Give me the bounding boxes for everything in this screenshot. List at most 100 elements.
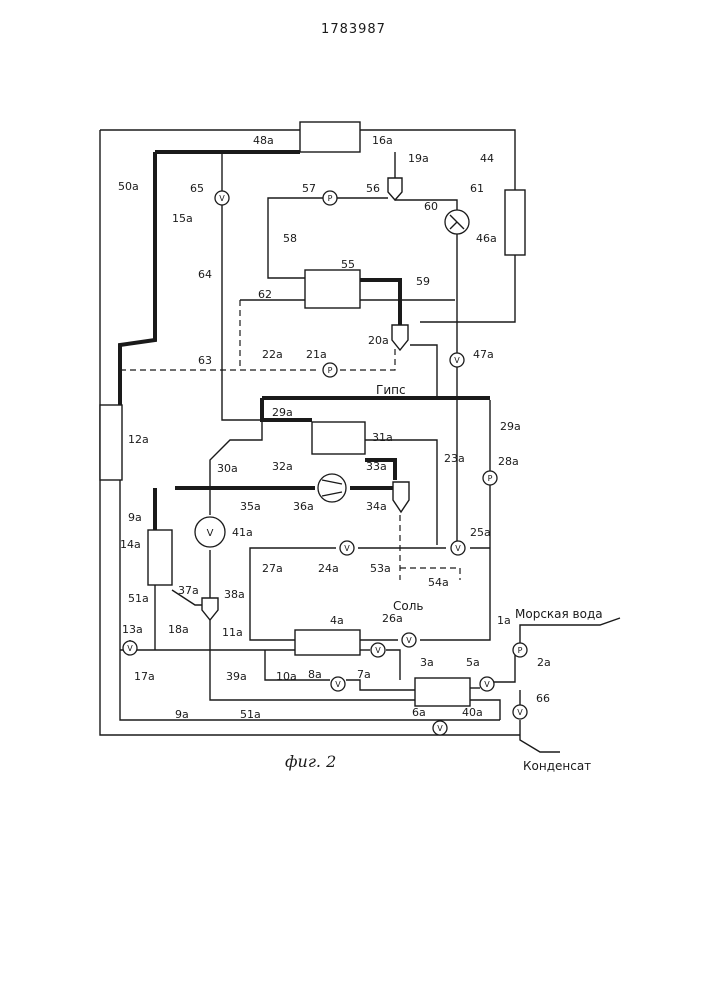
ref-65: 65 [190,182,204,195]
ref-60: 60 [424,200,438,213]
ref-28a: 28a [498,455,519,468]
ref-46a: 46a [476,232,497,245]
valve-66: V [517,708,523,717]
separator-34a [393,482,409,512]
ref-32a: 32a [272,460,293,473]
valve-47a: V [454,356,460,365]
ref-57: 57 [302,182,316,195]
compressors [195,210,469,547]
valve-24a: V [344,544,350,553]
valve-6a: V [437,724,443,733]
ref-23a: 23a [444,452,465,465]
unit-55 [305,270,360,308]
ref-11a: 11a [222,626,243,639]
ref-4a: 4a [330,614,344,627]
ref-22a: 22a [262,348,283,361]
unit-46a [505,190,525,255]
ref-27a: 27a [262,562,283,575]
ref-40a: 40a [462,706,483,719]
ref-10a: 10a [276,670,297,683]
ref-19a: 19a [408,152,429,165]
ref-31a: 31a [372,431,393,444]
ref-66: 66 [536,692,550,705]
ref-17a: 17a [134,670,155,683]
ref-26a: 26a [382,612,403,625]
label-condensate: Конденсат [523,759,591,773]
ref-29a-right: 29a [500,420,521,433]
ref-16a: 16a [372,134,393,147]
compressor-36a [318,474,346,502]
pump-2a: P [518,646,523,655]
unit-3a [415,678,470,706]
ref-24a: 24a [318,562,339,575]
label-sea-water: Морская вода [515,607,603,621]
ref-41a: 41a [232,526,253,539]
ref-58: 58 [283,232,297,245]
ref-9a-upper: 9a [128,511,142,524]
separator-38a [202,598,218,620]
ref-21a: 21a [306,348,327,361]
ref-50a: 50a [118,180,139,193]
valve-5a: V [484,680,490,689]
ref-15a: 15a [172,212,193,225]
ref-2a: 2a [537,656,551,669]
pump-21a: P [328,366,333,375]
ref-39a: 39a [226,670,247,683]
ref-51a-upper: 51a [128,592,149,605]
unit-16a [300,122,360,152]
pump-28a: P [488,474,493,483]
unit-31a [312,422,365,454]
ref-53a: 53a [370,562,391,575]
separator-19a [388,178,402,200]
ref-18a: 18a [168,623,189,636]
valve-26a: V [406,636,412,645]
ref-34a: 34a [366,500,387,513]
valve-25a: V [455,544,461,553]
ref-25a: 25a [470,526,491,539]
ref-13a: 13a [122,623,143,636]
ref-3a: 3a [420,656,434,669]
ref-6a: 6a [412,706,426,719]
ref-62: 62 [258,288,272,301]
valve-7a: V [375,646,381,655]
label-salt: Соль [393,599,423,613]
ref-37a: 37a [178,584,199,597]
pump-57: P [328,194,333,203]
ref-44: 44 [480,152,494,165]
ref-33a: 33a [366,460,387,473]
valve-8a: V [335,680,341,689]
ref-64: 64 [198,268,212,281]
ref-38a: 38a [224,588,245,601]
ref-8a: 8a [308,668,322,681]
ref-56: 56 [366,182,380,195]
unit-14a [148,530,172,585]
ref-1a: 1a [497,614,511,627]
equipment [100,122,525,706]
ref-35a: 35a [240,500,261,513]
ref-55: 55 [341,258,355,271]
unit-4a [295,630,360,655]
valve-65: V [219,194,225,203]
label-gypsum: Гипс [376,383,406,397]
unit-12a [100,405,122,480]
ref-29a-left: 29a [272,406,293,419]
figure-caption: фиг. 2 [285,752,336,771]
ref-5a: 5a [466,656,480,669]
ref-20a: 20a [368,334,389,347]
valve-41a-mark: V [207,528,214,539]
separator-20a [392,325,408,350]
ref-30a: 30a [217,462,238,475]
ref-9a-lower: 9a [175,708,189,721]
ref-12a: 12a [128,433,149,446]
valve-13a: V [127,644,133,653]
ref-14a: 14a [120,538,141,551]
ref-47a: 47a [473,348,494,361]
ref-59: 59 [416,275,430,288]
ref-51a-lower: 51a [240,708,261,721]
ref-7a: 7a [357,668,371,681]
ref-36a: 36a [293,500,314,513]
ref-54a: 54a [428,576,449,589]
ref-61: 61 [470,182,484,195]
